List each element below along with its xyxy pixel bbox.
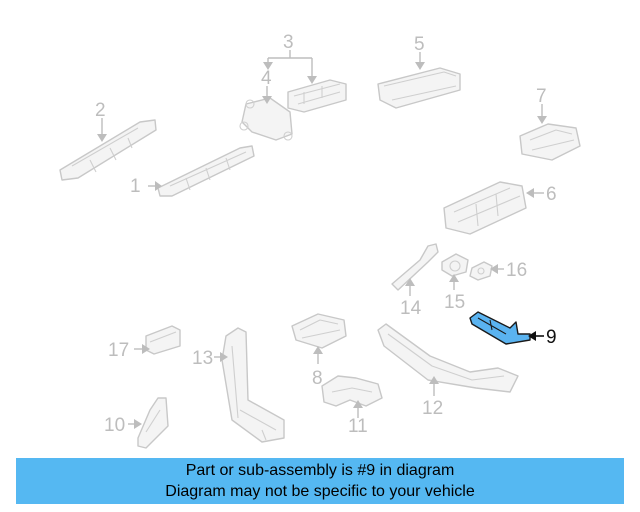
callout-9: 9: [546, 327, 557, 348]
part-8: 8: [291, 313, 347, 389]
part-9[interactable]: 9: [469, 311, 557, 348]
part-17: 17: [108, 325, 181, 361]
callout-16: 16: [506, 260, 527, 281]
callout-11: 11: [348, 416, 368, 437]
callout-8: 8: [312, 368, 323, 389]
callout-7: 7: [536, 86, 547, 107]
callout-6: 6: [546, 184, 557, 205]
part-16: 16: [469, 260, 527, 281]
callout-15: 15: [444, 292, 465, 313]
part-7: 7: [519, 86, 581, 161]
part-5: 5: [377, 34, 461, 109]
part-15: 15: [441, 253, 469, 313]
parts-diagram: 2 1 4 3 5: [59, 32, 581, 449]
part-2: 2: [59, 100, 157, 181]
callout-12: 12: [422, 398, 443, 419]
banner-line-2: Diagram may not be specific to your vehi…: [165, 483, 475, 500]
callout-14: 14: [400, 298, 422, 319]
callout-13: 13: [192, 348, 213, 369]
part-14: 14: [391, 243, 439, 319]
part-3: 3: [263, 32, 347, 113]
part-6: 6: [443, 181, 557, 235]
callout-17: 17: [108, 340, 129, 361]
banner-line-1: Part or sub-assembly is #9 in diagram: [185, 462, 455, 479]
callout-3: 3: [283, 32, 294, 53]
part-11: 11: [321, 375, 383, 437]
part-12: 12: [377, 323, 519, 419]
info-banner: Part or sub-assembly is #9 in diagram Di…: [16, 458, 624, 504]
part-10: 10: [104, 397, 169, 449]
callout-4: 4: [261, 68, 272, 89]
part-13: 13: [192, 327, 285, 443]
callout-5: 5: [414, 34, 425, 55]
callout-2: 2: [95, 100, 106, 121]
part-1: 1: [130, 145, 255, 197]
callout-1: 1: [130, 176, 141, 197]
callout-10: 10: [104, 415, 125, 436]
part-4: 4: [239, 68, 293, 141]
